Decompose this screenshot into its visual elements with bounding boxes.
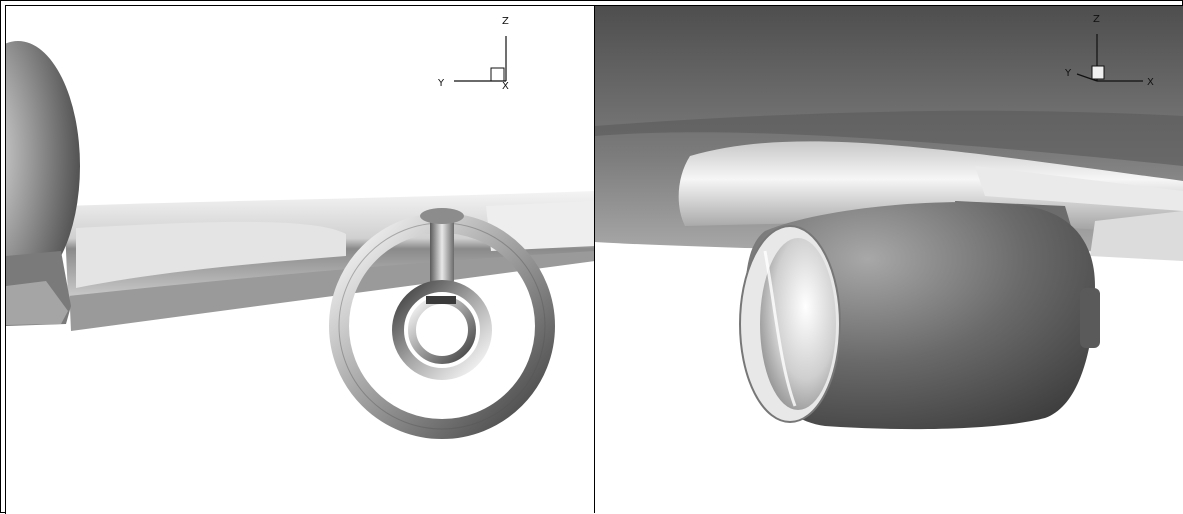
front-view-render: Z Y X bbox=[6, 16, 595, 439]
nozzle bbox=[1080, 288, 1100, 348]
axis-label-y: Y bbox=[1064, 68, 1072, 79]
axis-label-z: Z bbox=[1093, 14, 1100, 25]
pylon bbox=[430, 216, 454, 286]
axis-triad: Z Y X bbox=[437, 16, 509, 92]
perspective-view-panel: Z X Y bbox=[595, 5, 1183, 514]
flap-fairing bbox=[76, 221, 346, 288]
axis-triad: Z X Y bbox=[1064, 14, 1154, 88]
axis-label-z: Z bbox=[502, 16, 509, 27]
panel-divider bbox=[594, 5, 595, 513]
core-outer-ring bbox=[392, 280, 492, 380]
core-exhaust bbox=[418, 306, 466, 354]
outer-flap bbox=[1090, 211, 1183, 261]
fuselage-nose bbox=[6, 41, 80, 291]
axis-label-x: X bbox=[1147, 77, 1154, 88]
intake-throat bbox=[760, 238, 836, 410]
axis-label-y: Y bbox=[437, 78, 445, 89]
perspective-view-render: Z X Y bbox=[595, 6, 1183, 430]
front-view-panel: Z Y X bbox=[5, 5, 595, 514]
axis-label-x: X bbox=[502, 81, 509, 92]
